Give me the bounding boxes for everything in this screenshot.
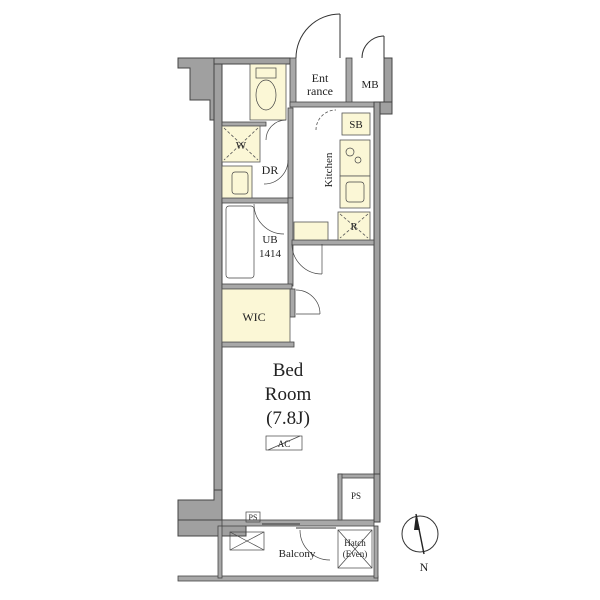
balcony-unit — [229, 531, 265, 551]
sink-icon — [345, 181, 365, 203]
dr-label: DR — [262, 163, 279, 177]
compass-circle — [401, 515, 439, 553]
r-label: R — [351, 222, 358, 233]
toilet-tank-icon — [255, 67, 277, 79]
fixtures — [221, 63, 371, 523]
balcony-label: Balcony — [279, 548, 316, 560]
ac-unit — [265, 435, 303, 451]
ac-label: AC — [278, 439, 291, 449]
ps-label-small: PS — [249, 513, 258, 522]
bedroom-label-line2: Room — [265, 384, 312, 405]
hatch-box — [337, 529, 373, 569]
entrance-door-swing — [295, 13, 341, 59]
burner-icon-2 — [354, 156, 362, 164]
mb-label: MB — [361, 79, 378, 91]
sb-cabinet — [341, 112, 371, 136]
bedroom-area-label: (7.8J) — [266, 408, 310, 429]
w-label: W — [236, 140, 247, 152]
sb-label: SB — [349, 119, 362, 131]
stove-counter — [339, 139, 371, 177]
wic-floor — [221, 288, 291, 343]
bathtub-icon — [225, 205, 255, 279]
doors — [229, 13, 385, 569]
toilet-room-floor — [249, 63, 287, 121]
kitchen-shelf — [293, 221, 329, 241]
compass: N — [401, 513, 439, 574]
washbasin — [221, 165, 253, 199]
north-label: N — [420, 560, 429, 574]
bedroom-label-line1: Bed — [273, 360, 304, 381]
walls — [177, 57, 393, 582]
hatch-even-label: (Even) — [343, 549, 368, 559]
kitchen-label: Kitchen — [323, 152, 335, 187]
ps-label: PS — [351, 491, 361, 501]
mb-door-swing — [361, 35, 385, 59]
burner-icon — [345, 147, 355, 157]
wic-label: WIC — [242, 310, 265, 324]
ps-box-small — [245, 511, 261, 523]
hatch-label: Hatch — [344, 538, 366, 548]
sink-counter — [339, 175, 371, 209]
north-arrow-icon — [414, 514, 420, 530]
ub-size-label: 1414 — [259, 248, 282, 260]
toilet-icon — [255, 79, 277, 111]
ub-label: UB — [262, 234, 277, 246]
